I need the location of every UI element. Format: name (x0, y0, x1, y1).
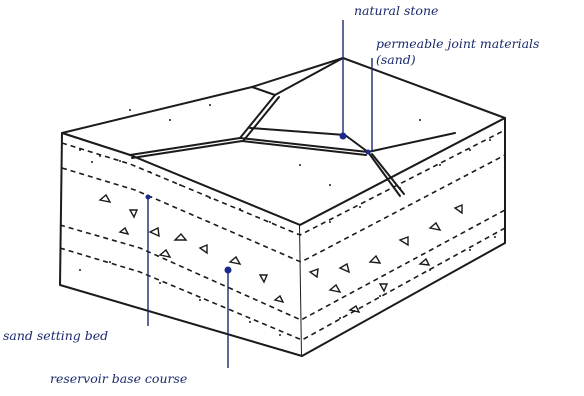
label-reservoir-base-course: reservoir base course (50, 371, 187, 386)
label-sand-setting-bed: sand setting bed (3, 328, 108, 343)
label-joint-materials-sand: (sand) (376, 52, 416, 67)
label-joint-materials: permeable joint materials (376, 36, 539, 51)
marker-natural-stone (340, 133, 347, 140)
marker-sand-setting-bed (146, 195, 151, 200)
marker-reservoir-base (225, 267, 232, 274)
marker-joint-materials (366, 150, 371, 155)
label-natural-stone: natural stone (354, 3, 438, 18)
